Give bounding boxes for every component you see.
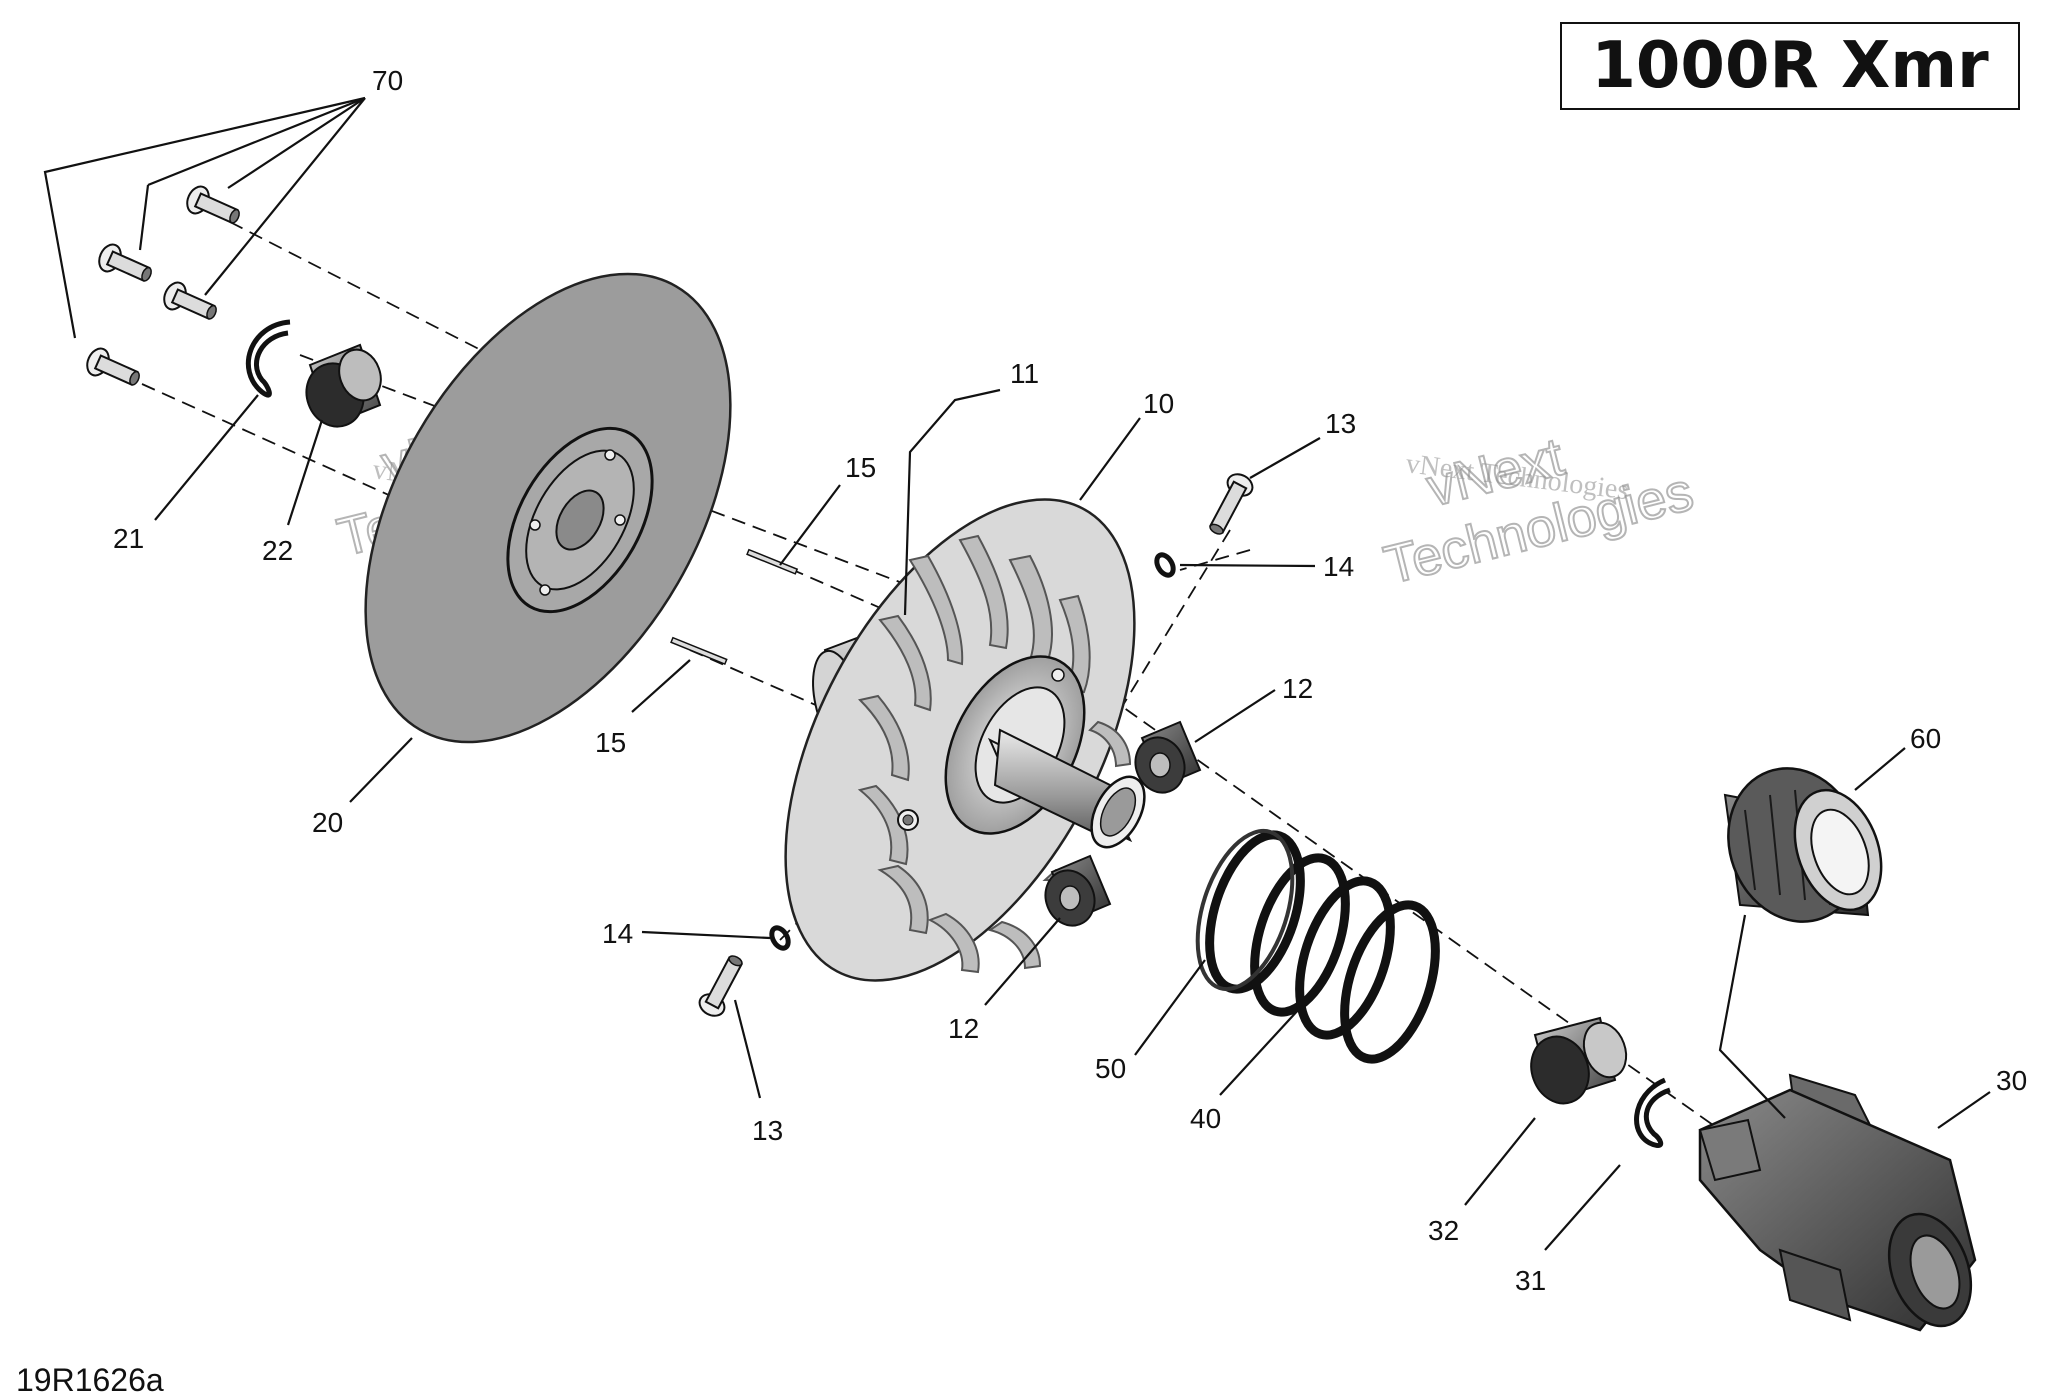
callout-14-lower: 14 — [602, 918, 633, 949]
pin-15-lower — [670, 636, 728, 666]
callout-70: 70 — [372, 65, 403, 96]
bushing-32 — [1530, 1016, 1628, 1105]
spring-40 — [1205, 830, 1440, 1064]
roller-12-upper — [1134, 720, 1202, 794]
callout-11: 11 — [1010, 358, 1039, 389]
retaining-ring-21 — [245, 319, 291, 398]
callouts: 70 21 22 20 11 10 15 15 13 14 12 12 14 1… — [113, 65, 2027, 1296]
model-title-box: 1000R Xmr — [1560, 22, 2020, 110]
model-title: 1000R Xmr — [1591, 29, 1989, 103]
movable-sheave-10 — [784, 498, 1146, 982]
callout-21: 21 — [113, 523, 144, 554]
shoulder-bolt-13-upper — [1208, 473, 1254, 535]
callout-13-lower: 13 — [752, 1115, 783, 1146]
cam-cover-60 — [1723, 767, 1883, 923]
callout-22: 22 — [262, 535, 293, 566]
callout-14-upper: 14 — [1323, 551, 1354, 582]
callout-12-upper: 12 — [1282, 673, 1313, 704]
callout-15-upper: 15 — [845, 452, 876, 483]
callout-50: 50 — [1095, 1053, 1126, 1084]
callout-10: 10 — [1143, 388, 1174, 419]
callout-12-lower: 12 — [948, 1013, 979, 1044]
callout-31: 31 — [1515, 1265, 1546, 1296]
callout-30: 30 — [1996, 1065, 2027, 1096]
bolt-set-70 — [86, 185, 240, 386]
spring-seat-50 — [1195, 828, 1295, 992]
retaining-ring-31 — [1634, 1077, 1671, 1149]
callout-40: 40 — [1190, 1103, 1221, 1134]
leader-lines — [43, 96, 1991, 1251]
figure-reference: 19R1626a — [16, 1362, 164, 1398]
callout-20: 20 — [312, 807, 343, 838]
callout-15-lower: 15 — [595, 727, 626, 758]
cam-30 — [1698, 1073, 1977, 1332]
washer-14-lower — [769, 925, 791, 951]
callout-13-upper: 13 — [1325, 408, 1356, 439]
callout-60: 60 — [1910, 723, 1941, 754]
washer-14-upper — [1154, 552, 1176, 578]
bushing-22 — [305, 343, 382, 428]
pin-15-upper — [746, 548, 799, 575]
callout-32: 32 — [1428, 1215, 1459, 1246]
roller-12-lower — [1044, 854, 1112, 927]
watermark-right: vNext Technologies — [1378, 426, 1700, 597]
shoulder-bolt-13-lower — [698, 955, 744, 1017]
fixed-sheave-20 — [364, 272, 732, 744]
